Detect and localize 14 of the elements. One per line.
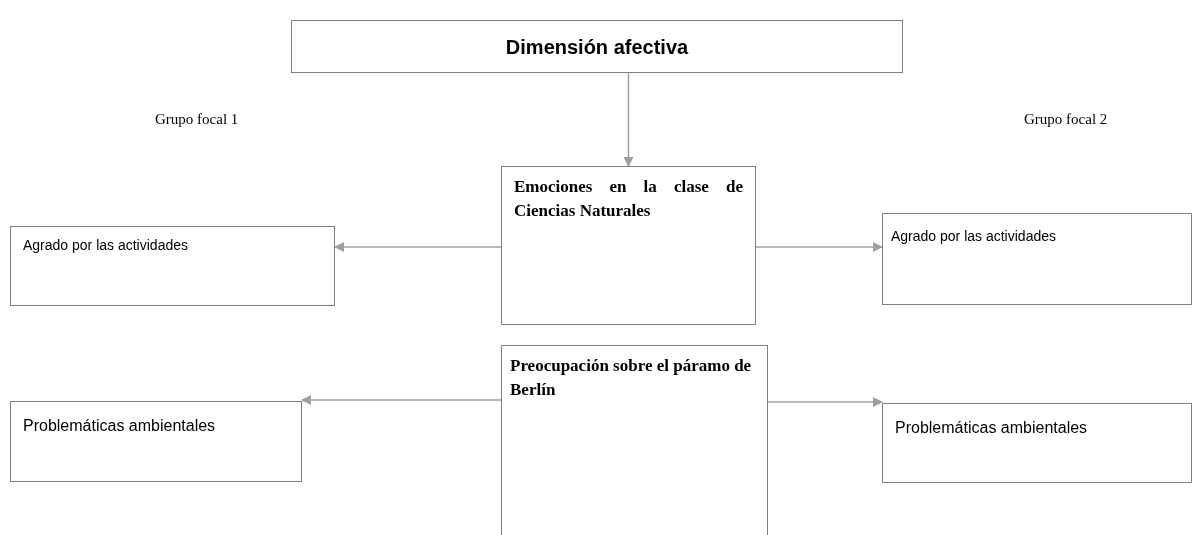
text-box: Problemáticas ambientales xyxy=(882,403,1192,483)
text-box: Agrado por las actividades xyxy=(882,213,1192,305)
arrow xyxy=(767,397,883,407)
text-box: Preocupación sobre el páramo de Berlín xyxy=(501,345,768,535)
group-label: Grupo focal 1 xyxy=(155,110,239,129)
arrow xyxy=(301,395,502,405)
arrow xyxy=(623,72,634,167)
text-box: Agrado por las actividades xyxy=(10,226,335,306)
arrow xyxy=(334,242,502,252)
arrow xyxy=(755,242,883,252)
text-box: Problemáticas ambientales xyxy=(10,401,302,482)
text-box: Emociones en la clase de Ciencias Naturales xyxy=(501,166,756,325)
group-label: Grupo focal 2 xyxy=(1024,110,1108,129)
text-box: Dimensión afectiva xyxy=(291,20,903,73)
